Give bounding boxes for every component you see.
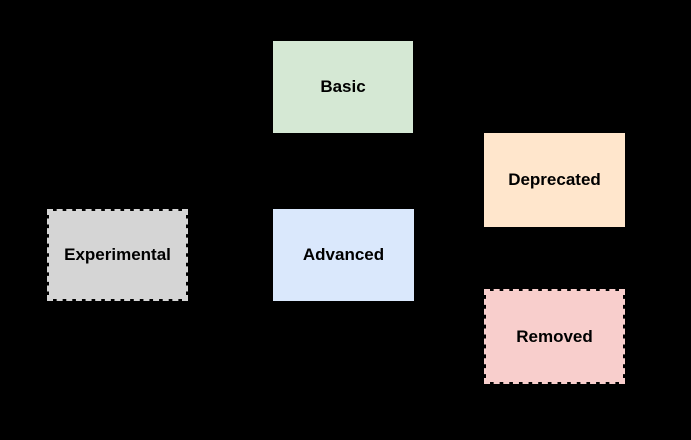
node-experimental: Experimental [47, 209, 188, 301]
node-advanced: Advanced [273, 209, 414, 301]
node-deprecated: Deprecated [484, 133, 625, 227]
node-basic-label: Basic [320, 77, 366, 96]
node-advanced-label: Advanced [302, 245, 385, 264]
node-removed: Removed [484, 289, 625, 384]
node-basic: Basic [273, 41, 413, 133]
node-removed-label: Removed [516, 326, 593, 346]
node-deprecated-label: Deprecated [508, 170, 601, 189]
node-experimental-label: Experimental [64, 245, 171, 264]
